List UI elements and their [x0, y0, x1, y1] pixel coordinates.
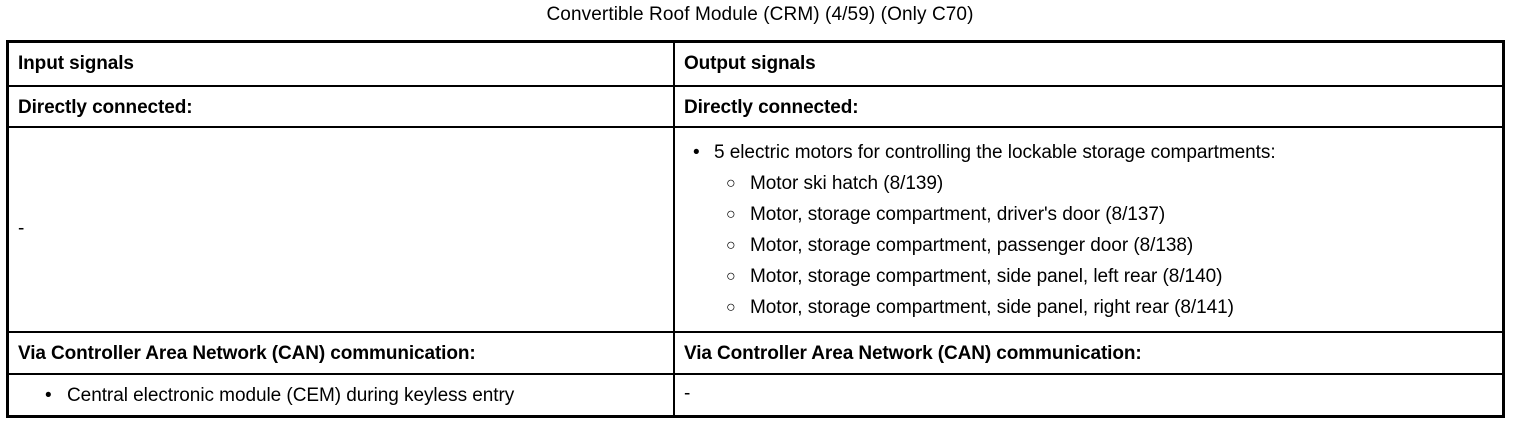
list-item: ○ Motor, storage compartment, passenger … — [714, 230, 1502, 261]
bullet-ring-icon: ○ — [726, 175, 736, 193]
cell-output-header: Output signals — [675, 43, 1502, 85]
output-can-label: Via Controller Area Network (CAN) commun… — [684, 342, 1142, 364]
list-item: ○ Motor ski hatch (8/139) — [714, 168, 1502, 199]
output-motor-list: • 5 electric motors for controlling the … — [675, 137, 1502, 323]
input-can-label: Via Controller Area Network (CAN) commun… — [18, 342, 476, 364]
cell-output-directly-connected-body: • 5 electric motors for controlling the … — [675, 128, 1502, 330]
bullet-dot-icon: • — [693, 142, 700, 164]
signals-table: Input signals Output signals Directly co… — [6, 40, 1505, 418]
bullet-ring-icon: ○ — [726, 268, 736, 286]
list-item-label: Motor ski hatch (8/139) — [750, 173, 944, 195]
list-item: ○ Motor, storage compartment, side panel… — [714, 292, 1502, 323]
input-can-list-wrapper: • Central electronic module (CEM) during… — [9, 375, 673, 411]
list-item: ○ Motor, storage compartment, driver's d… — [714, 199, 1502, 230]
list-item-label: 5 electric motors for controlling the lo… — [714, 142, 1276, 164]
output-motor-sublist: ○ Motor ski hatch (8/139) ○ Motor, stora… — [714, 168, 1502, 323]
input-directly-connected-label: Directly connected: — [18, 97, 193, 119]
output-directly-connected-label: Directly connected: — [684, 97, 859, 119]
bullet-ring-icon: ○ — [726, 206, 736, 224]
cell-input-header: Input signals — [9, 43, 675, 86]
bullet-dot-icon: • — [45, 384, 52, 406]
bullet-ring-icon: ○ — [726, 237, 736, 255]
list-item: • Central electronic module (CEM) during… — [9, 380, 673, 411]
input-can-list: • Central electronic module (CEM) during… — [9, 380, 673, 411]
cell-output-directly-connected: Directly connected: — [675, 87, 1502, 126]
list-item-label: Motor, storage compartment, side panel, … — [750, 297, 1234, 319]
cell-input-directly-connected-body: - — [9, 128, 675, 331]
list-item-label: Central electronic module (CEM) during k… — [67, 384, 515, 406]
cell-input-can-body: • Central electronic module (CEM) during… — [9, 374, 675, 415]
table-row-header: Input signals Output signals — [9, 43, 1502, 88]
output-empty-placeholder: - — [684, 382, 691, 404]
table-row-directly-connected-label: Directly connected: Directly connected: — [9, 87, 1502, 129]
list-item-label: Motor, storage compartment, side panel, … — [750, 266, 1223, 288]
table-row-directly-connected-body: - • 5 electric motors for controlling th… — [9, 128, 1502, 333]
list-item: ○ Motor, storage compartment, side panel… — [714, 261, 1502, 292]
page-title: Convertible Roof Module (CRM) (4/59) (On… — [546, 4, 974, 25]
cell-output-can: Via Controller Area Network (CAN) commun… — [675, 333, 1502, 373]
list-item: • 5 electric motors for controlling the … — [675, 137, 1502, 323]
list-item-label: Motor, storage compartment, driver's doo… — [750, 204, 1166, 226]
output-motor-list-wrapper: • 5 electric motors for controlling the … — [675, 128, 1502, 323]
table-row-can-label: Via Controller Area Network (CAN) commun… — [9, 332, 1502, 375]
list-item-label: Motor, storage compartment, passenger do… — [750, 235, 1194, 257]
input-empty-placeholder: - — [18, 218, 25, 240]
table-row-can-body: • Central electronic module (CEM) during… — [9, 374, 1502, 415]
cell-output-can-body: - — [675, 375, 1502, 415]
input-signals-header: Input signals — [18, 53, 134, 74]
cell-input-can: Via Controller Area Network (CAN) commun… — [9, 332, 675, 373]
cell-input-directly-connected: Directly connected: — [9, 87, 675, 127]
bullet-ring-icon: ○ — [726, 299, 736, 317]
output-signals-header: Output signals — [684, 53, 816, 74]
